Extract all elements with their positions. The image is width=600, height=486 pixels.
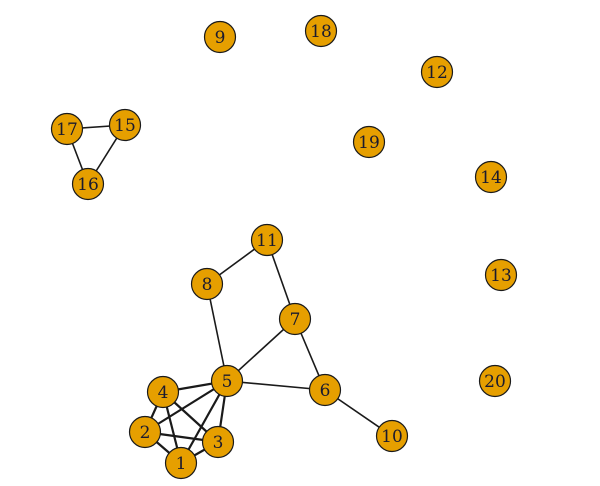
node-19: 19	[352, 125, 386, 159]
node-circle	[128, 415, 162, 449]
node-label: 1	[176, 454, 187, 474]
node-label: 8	[202, 275, 213, 295]
edge-layer	[66, 124, 393, 464]
node-label: 14	[480, 168, 502, 188]
node-circle	[203, 20, 237, 54]
node-3: 3	[201, 425, 235, 459]
node-circle	[71, 167, 105, 201]
node-14: 14	[474, 160, 508, 194]
node-label: 4	[158, 383, 169, 403]
node-circle	[420, 55, 454, 89]
node-circle	[474, 160, 508, 194]
node-circle	[375, 419, 409, 453]
node-label: 20	[484, 372, 506, 392]
node-9: 9	[203, 20, 237, 54]
node-12: 12	[420, 55, 454, 89]
node-circle	[304, 14, 338, 48]
node-label: 13	[490, 266, 512, 286]
node-label: 9	[215, 28, 226, 48]
node-label: 11	[256, 231, 278, 251]
node-label: 6	[320, 381, 331, 401]
edge-5-8	[206, 283, 228, 382]
node-1: 1	[164, 446, 198, 480]
node-17: 17	[50, 112, 84, 146]
node-5: 5	[210, 364, 244, 398]
node-13: 13	[484, 258, 518, 292]
node-circle	[352, 125, 386, 159]
node-10: 10	[375, 419, 409, 453]
node-2: 2	[128, 415, 162, 449]
node-18: 18	[304, 14, 338, 48]
node-label: 15	[114, 116, 136, 136]
node-circle	[50, 112, 84, 146]
node-circle	[108, 108, 142, 142]
node-circle	[278, 302, 312, 336]
node-circle	[308, 373, 342, 407]
node-label: 19	[358, 133, 380, 153]
node-15: 15	[108, 108, 142, 142]
node-circle	[201, 425, 235, 459]
node-8: 8	[190, 267, 224, 301]
node-label: 2	[140, 423, 151, 443]
node-circle	[250, 223, 284, 257]
node-circle	[146, 375, 180, 409]
node-16: 16	[71, 167, 105, 201]
node-7: 7	[278, 302, 312, 336]
node-circle	[484, 258, 518, 292]
node-label: 7	[290, 310, 301, 330]
node-label: 3	[213, 433, 224, 453]
node-label: 16	[77, 175, 99, 195]
node-label: 12	[426, 63, 448, 83]
node-label: 5	[222, 372, 233, 392]
node-label: 10	[381, 427, 403, 447]
node-20: 20	[478, 364, 512, 398]
node-circle	[210, 364, 244, 398]
node-6: 6	[308, 373, 342, 407]
node-label: 18	[310, 22, 332, 42]
node-circle	[478, 364, 512, 398]
node-circle	[164, 446, 198, 480]
node-4: 4	[146, 375, 180, 409]
edge-5-6	[226, 380, 326, 391]
node-11: 11	[250, 223, 284, 257]
node-circle	[190, 267, 224, 301]
node-label: 17	[56, 120, 78, 140]
